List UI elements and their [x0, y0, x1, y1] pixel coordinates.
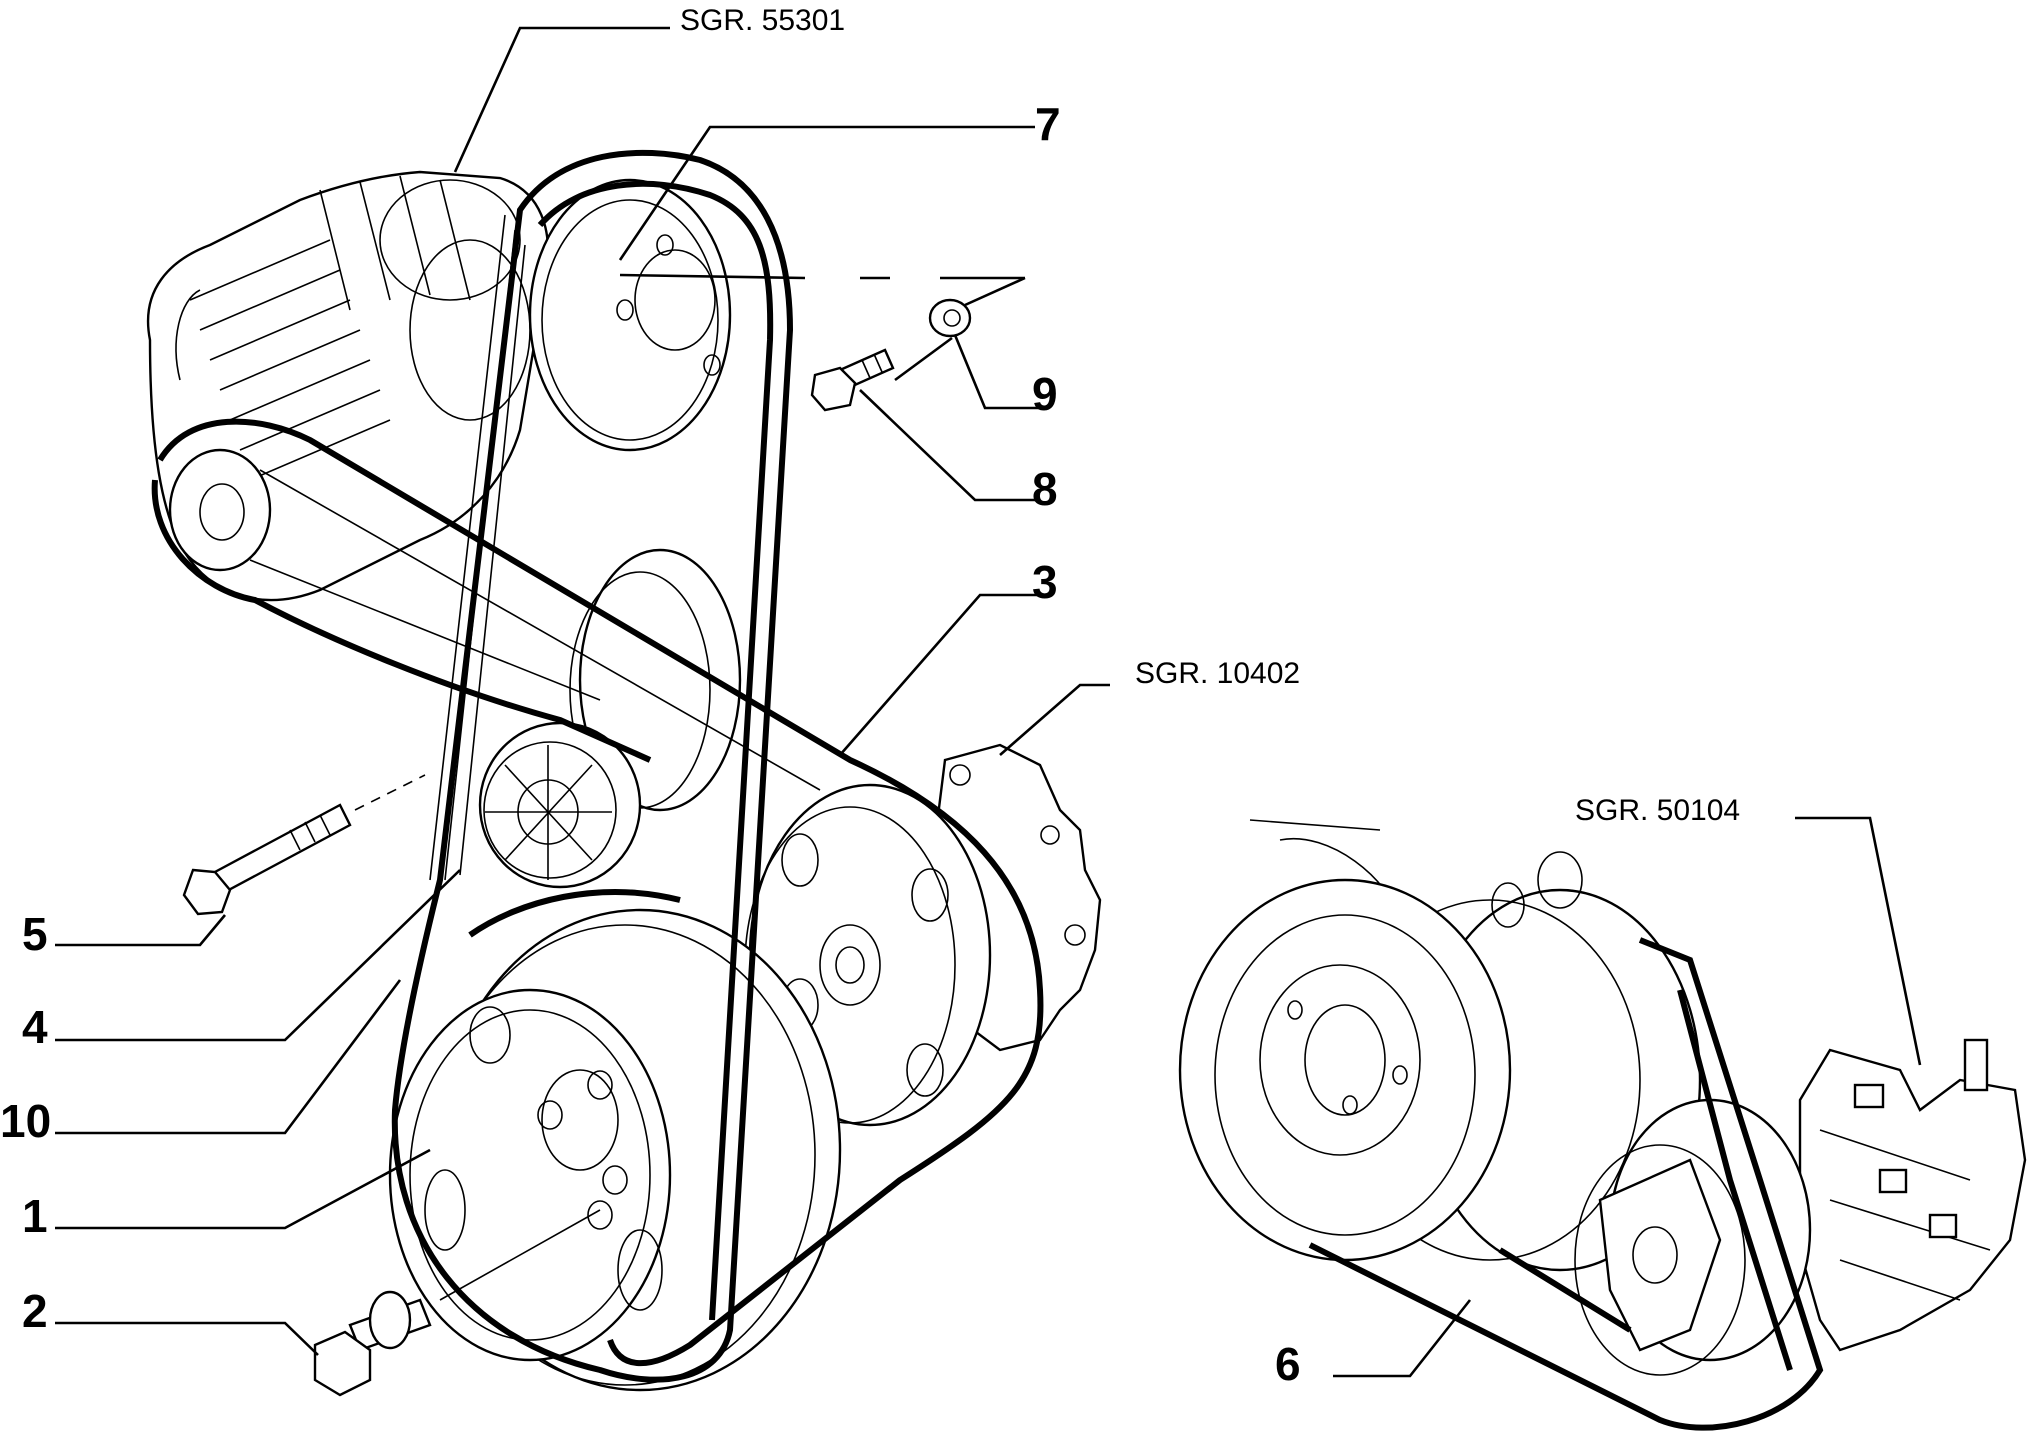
reference-label-sgr-55301: SGR. 55301: [680, 4, 845, 37]
tensioner-pulley: [478, 721, 642, 889]
bolt-8: [810, 348, 895, 412]
callout-3: 3: [1032, 556, 1058, 608]
detail-view-compressor-belt: [1178, 819, 2027, 1431]
callout-1: 1: [22, 1190, 48, 1242]
callout-7: 7: [1035, 98, 1061, 150]
callout-5: 5: [22, 908, 48, 960]
callout-9: 9: [1032, 368, 1058, 420]
leader-lines: [55, 26, 1922, 1378]
alternator-pulley: [528, 178, 732, 452]
callout-6: 6: [1275, 1338, 1301, 1390]
callout-2: 2: [22, 1285, 48, 1337]
bolt-5: [182, 774, 426, 916]
washer-9: [928, 298, 972, 338]
callout-4: 4: [22, 1001, 48, 1053]
auxiliary-pulley-left: [168, 448, 272, 572]
bolt-2: [313, 1209, 601, 1397]
reference-label-sgr-10402: SGR. 10402: [1135, 657, 1300, 690]
callout-10: 10: [0, 1095, 51, 1147]
drive-belts: [151, 149, 1044, 1383]
crankshaft-pulley: [388, 908, 842, 1392]
callout-8: 8: [1032, 463, 1058, 515]
reference-label-sgr-50104: SGR. 50104: [1575, 794, 1740, 827]
